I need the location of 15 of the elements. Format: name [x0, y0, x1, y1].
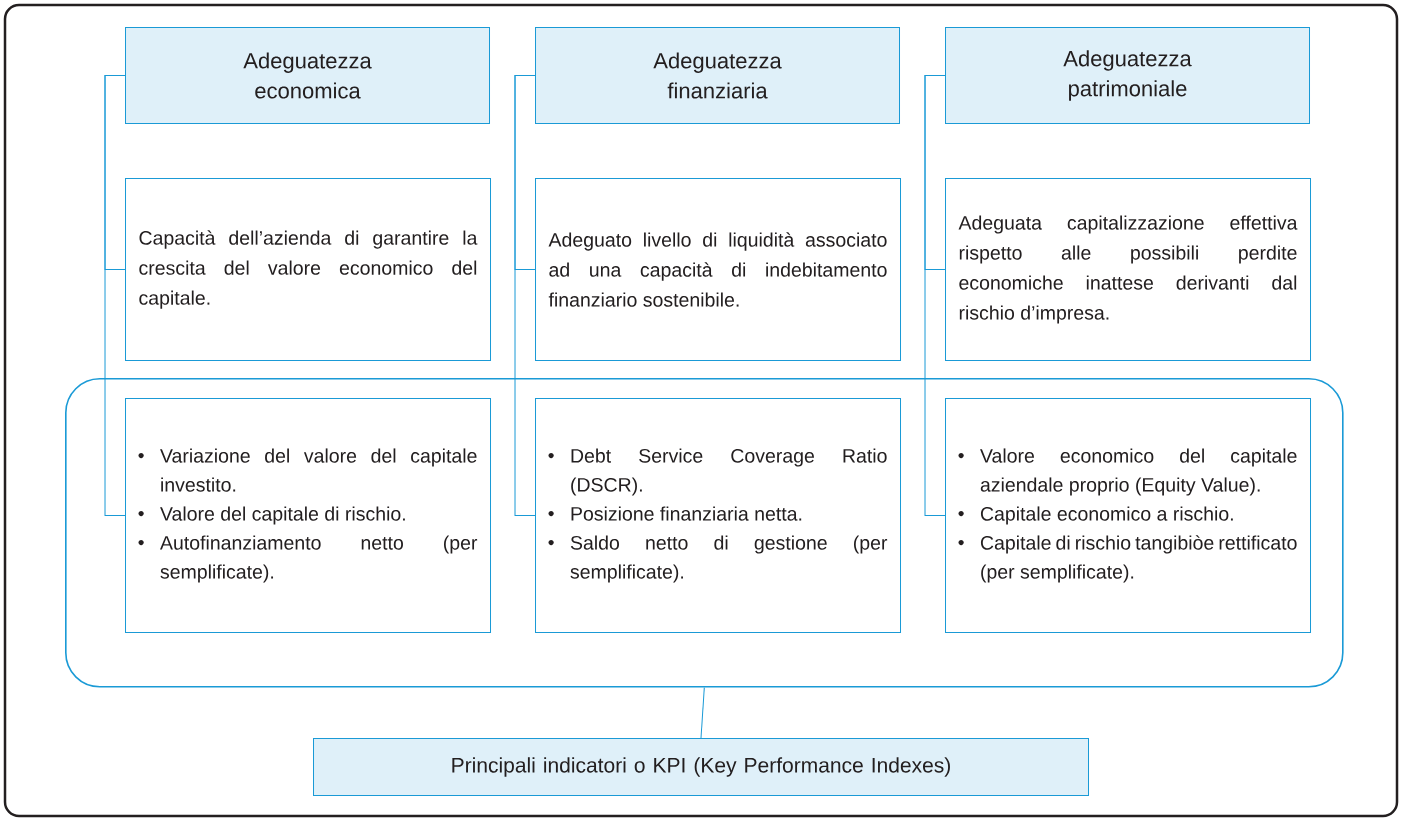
rounded-frame [65, 378, 1344, 688]
description-box: Capacità dell’azienda di garantire la crescita del valore economico del capitale. [125, 178, 491, 361]
connector-line [514, 75, 536, 516]
description-box: Adeguato livello di liquidità associato ad una capacità di indebitamento finanziario sostenibile. [535, 178, 901, 361]
indicator-box: Variazione del valore del capitale investito. Valore del capitale di rischio. Autofinanziamento netto (per semplificate). [125, 398, 491, 633]
indicator-box: Valore economico del capitale aziendale proprio (Equity Value). Capitale economico a rischio. Capitale di rischio tangibiòe rettificato (per semplificate). [945, 398, 1311, 633]
header-box: Adeguatezza finanziaria [535, 27, 900, 124]
header-box: Adeguatezza economica [125, 27, 490, 124]
header-box: Adeguatezza patrimoniale [945, 27, 1310, 124]
indicator-box: Debt Service Coverage Ratio (DSCR). Posizione finanziaria netta. Saldo netto di gestione (per semplificate). [535, 398, 901, 633]
connector-line [104, 75, 126, 516]
connector-line [924, 75, 946, 516]
summary-box: Principali indicatori o KPI (Key Performance Indexes) [313, 738, 1089, 796]
description-box: Adeguata capitalizzazione effettiva rispetto alle possibili perdite economiche inattese derivanti dal rischio d’impresa. [945, 178, 1311, 361]
connector-line [700, 687, 705, 739]
